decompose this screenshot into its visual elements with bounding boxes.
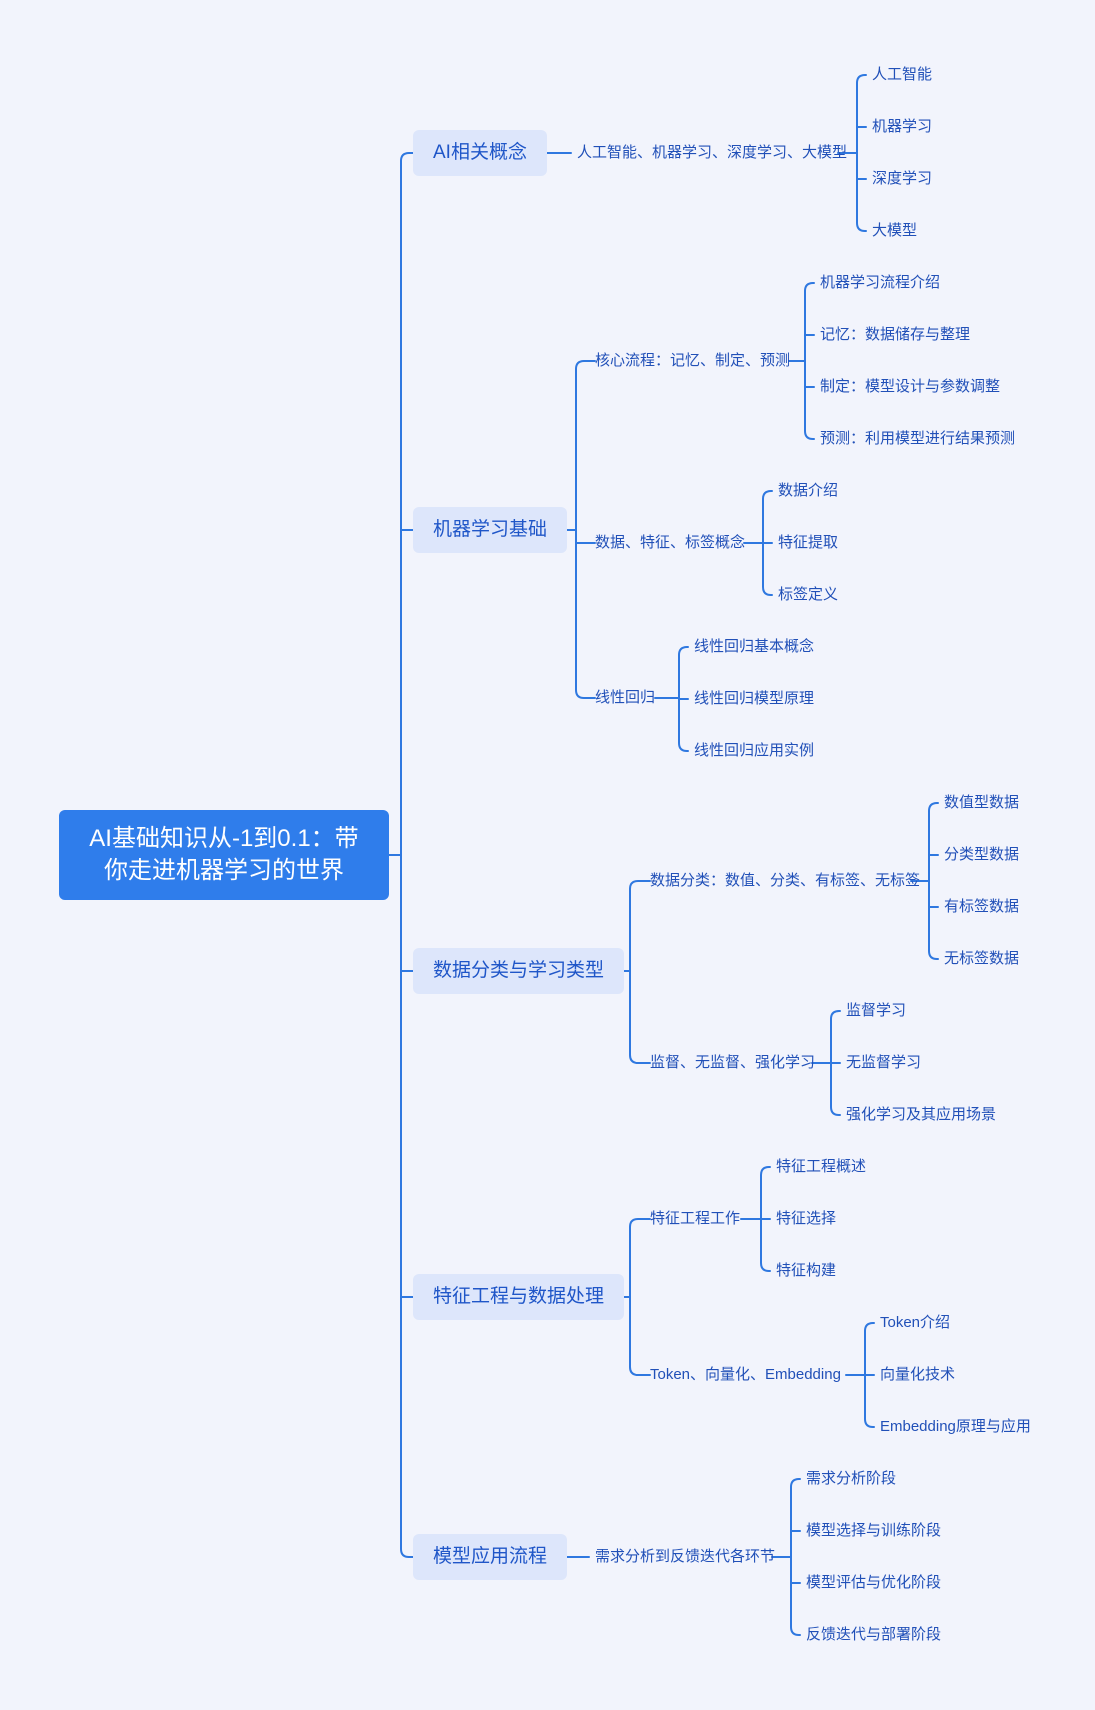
leaf-3-1-2[interactable]: 分类型数据 [944, 846, 1020, 863]
topic-2-3-connector-link-0 [678, 646, 689, 699]
branch-node-3[interactable]: 数据分类与学习类型 [413, 948, 625, 994]
leaf-3-2-2[interactable]: 无监督学习 [846, 1054, 922, 1071]
leaf-5-1-1[interactable]: 需求分析阶段 [806, 1470, 897, 1487]
leaf-2-3-2[interactable]: 线性回归模型原理 [694, 690, 815, 707]
leaf-2-3-1[interactable]: 线性回归基本概念 [694, 638, 815, 655]
leaf-1-1-3[interactable]: 深度学习 [872, 170, 933, 187]
topic-2-2-connector-link-2 [762, 542, 773, 596]
leaf-2-3-3[interactable]: 线性回归应用实例 [694, 742, 815, 759]
topic-3-2[interactable]: 监督、无监督、强化学习 [650, 1054, 816, 1071]
topic-4-2[interactable]: Token、向量化、Embedding [650, 1366, 841, 1383]
topic-5-1-connector-link-0 [790, 1478, 801, 1558]
leaf-4-2-1[interactable]: Token介绍 [880, 1314, 951, 1331]
topic-4-2-connector-link-0 [864, 1322, 875, 1376]
root-node[interactable]: AI基础知识从-1到0.1：带 你走进机器学习的世界 [59, 810, 389, 900]
root-title-line-2: 你走进机器学习的世界 [103, 857, 344, 884]
topic-3-1-connector-link-0 [928, 802, 939, 882]
branch-node-5[interactable]: 模型应用流程 [413, 1534, 568, 1580]
leaf-3-2-3[interactable]: 强化学习及其应用场景 [846, 1106, 997, 1123]
branch-3-connector-link-1 [629, 970, 651, 1064]
topic-5-1[interactable]: 需求分析到反馈迭代各环节 [595, 1548, 776, 1565]
topic-2-1[interactable]: 核心流程：记忆、制定、预测 [595, 352, 791, 369]
leaf-2-1-3[interactable]: 制定：模型设计与参数调整 [820, 378, 1001, 395]
branch-2-connector-link-0 [575, 360, 596, 531]
leaf-4-1-1[interactable]: 特征工程概述 [776, 1158, 867, 1175]
topic-4-2-connector-link-2 [864, 1374, 875, 1428]
root-connector-link-0 [400, 152, 414, 856]
leaf-1-1-1[interactable]: 人工智能 [872, 66, 933, 83]
leaf-2-1-4[interactable]: 预测：利用模型进行结果预测 [820, 430, 1016, 447]
topic-2-1-connector-link-3 [804, 360, 815, 440]
leaf-5-1-2[interactable]: 模型选择与训练阶段 [806, 1522, 942, 1539]
leaf-3-1-3[interactable]: 有标签数据 [944, 898, 1020, 915]
leaf-2-2-3[interactable]: 标签定义 [778, 586, 839, 603]
topic-2-2[interactable]: 数据、特征、标签概念 [595, 534, 746, 551]
root-title-line-1: AI基础知识从-1到0.1：带 [89, 825, 359, 852]
topic-1-1[interactable]: 人工智能、机器学习、深度学习、大模型 [577, 144, 848, 161]
root-connector-link-4 [400, 854, 414, 1558]
topic-4-1-connector-link-2 [760, 1218, 771, 1272]
topic-2-2-connector-link-0 [762, 490, 773, 544]
topic-3-1-connector-link-3 [928, 880, 939, 960]
branch-4-connector-link-0 [629, 1218, 651, 1298]
topic-1-1-connector-link-3 [856, 152, 867, 232]
leaf-4-2-2[interactable]: 向量化技术 [880, 1366, 956, 1383]
topic-3-2-connector-link-0 [830, 1010, 841, 1064]
topic-4-1-connector-link-0 [760, 1166, 771, 1220]
leaf-3-1-1[interactable]: 数值型数据 [944, 794, 1020, 811]
leaf-4-1-2[interactable]: 特征选择 [776, 1210, 837, 1227]
branch-node-4[interactable]: 特征工程与数据处理 [413, 1274, 625, 1320]
branch-2-connector-link-2 [575, 529, 596, 699]
leaf-2-2-1[interactable]: 数据介绍 [778, 482, 839, 499]
leaf-4-1-3[interactable]: 特征构建 [776, 1262, 837, 1279]
branch-3-connector-link-0 [629, 880, 651, 972]
branch-4-connector-link-1 [629, 1296, 651, 1376]
topic-3-2-connector-link-2 [830, 1062, 841, 1116]
topic-2-3[interactable]: 线性回归 [595, 689, 656, 706]
leaf-2-2-2[interactable]: 特征提取 [778, 534, 839, 551]
branch-node-1[interactable]: AI相关概念 [413, 130, 547, 176]
topic-2-1-connector-link-0 [804, 282, 815, 362]
leaf-5-1-4[interactable]: 反馈迭代与部署阶段 [806, 1626, 942, 1643]
leaf-2-1-1[interactable]: 机器学习流程介绍 [820, 274, 941, 291]
leaf-3-2-1[interactable]: 监督学习 [846, 1002, 907, 1019]
branch-node-2[interactable]: 机器学习基础 [413, 507, 568, 553]
leaf-4-2-3[interactable]: Embedding原理与应用 [880, 1418, 1031, 1435]
leaf-1-1-2[interactable]: 机器学习 [872, 118, 933, 135]
topic-2-3-connector-link-2 [678, 697, 689, 752]
topic-3-1[interactable]: 数据分类：数值、分类、有标签、无标签 [650, 872, 921, 889]
leaf-1-1-4[interactable]: 大模型 [872, 222, 918, 239]
leaf-5-1-3[interactable]: 模型评估与优化阶段 [806, 1574, 942, 1591]
leaf-2-1-2[interactable]: 记忆：数据储存与整理 [820, 326, 971, 343]
topic-5-1-connector-link-3 [790, 1556, 801, 1636]
topic-1-1-connector-link-0 [856, 74, 867, 154]
topic-4-1[interactable]: 特征工程工作 [650, 1210, 741, 1227]
leaf-3-1-4[interactable]: 无标签数据 [944, 950, 1020, 967]
